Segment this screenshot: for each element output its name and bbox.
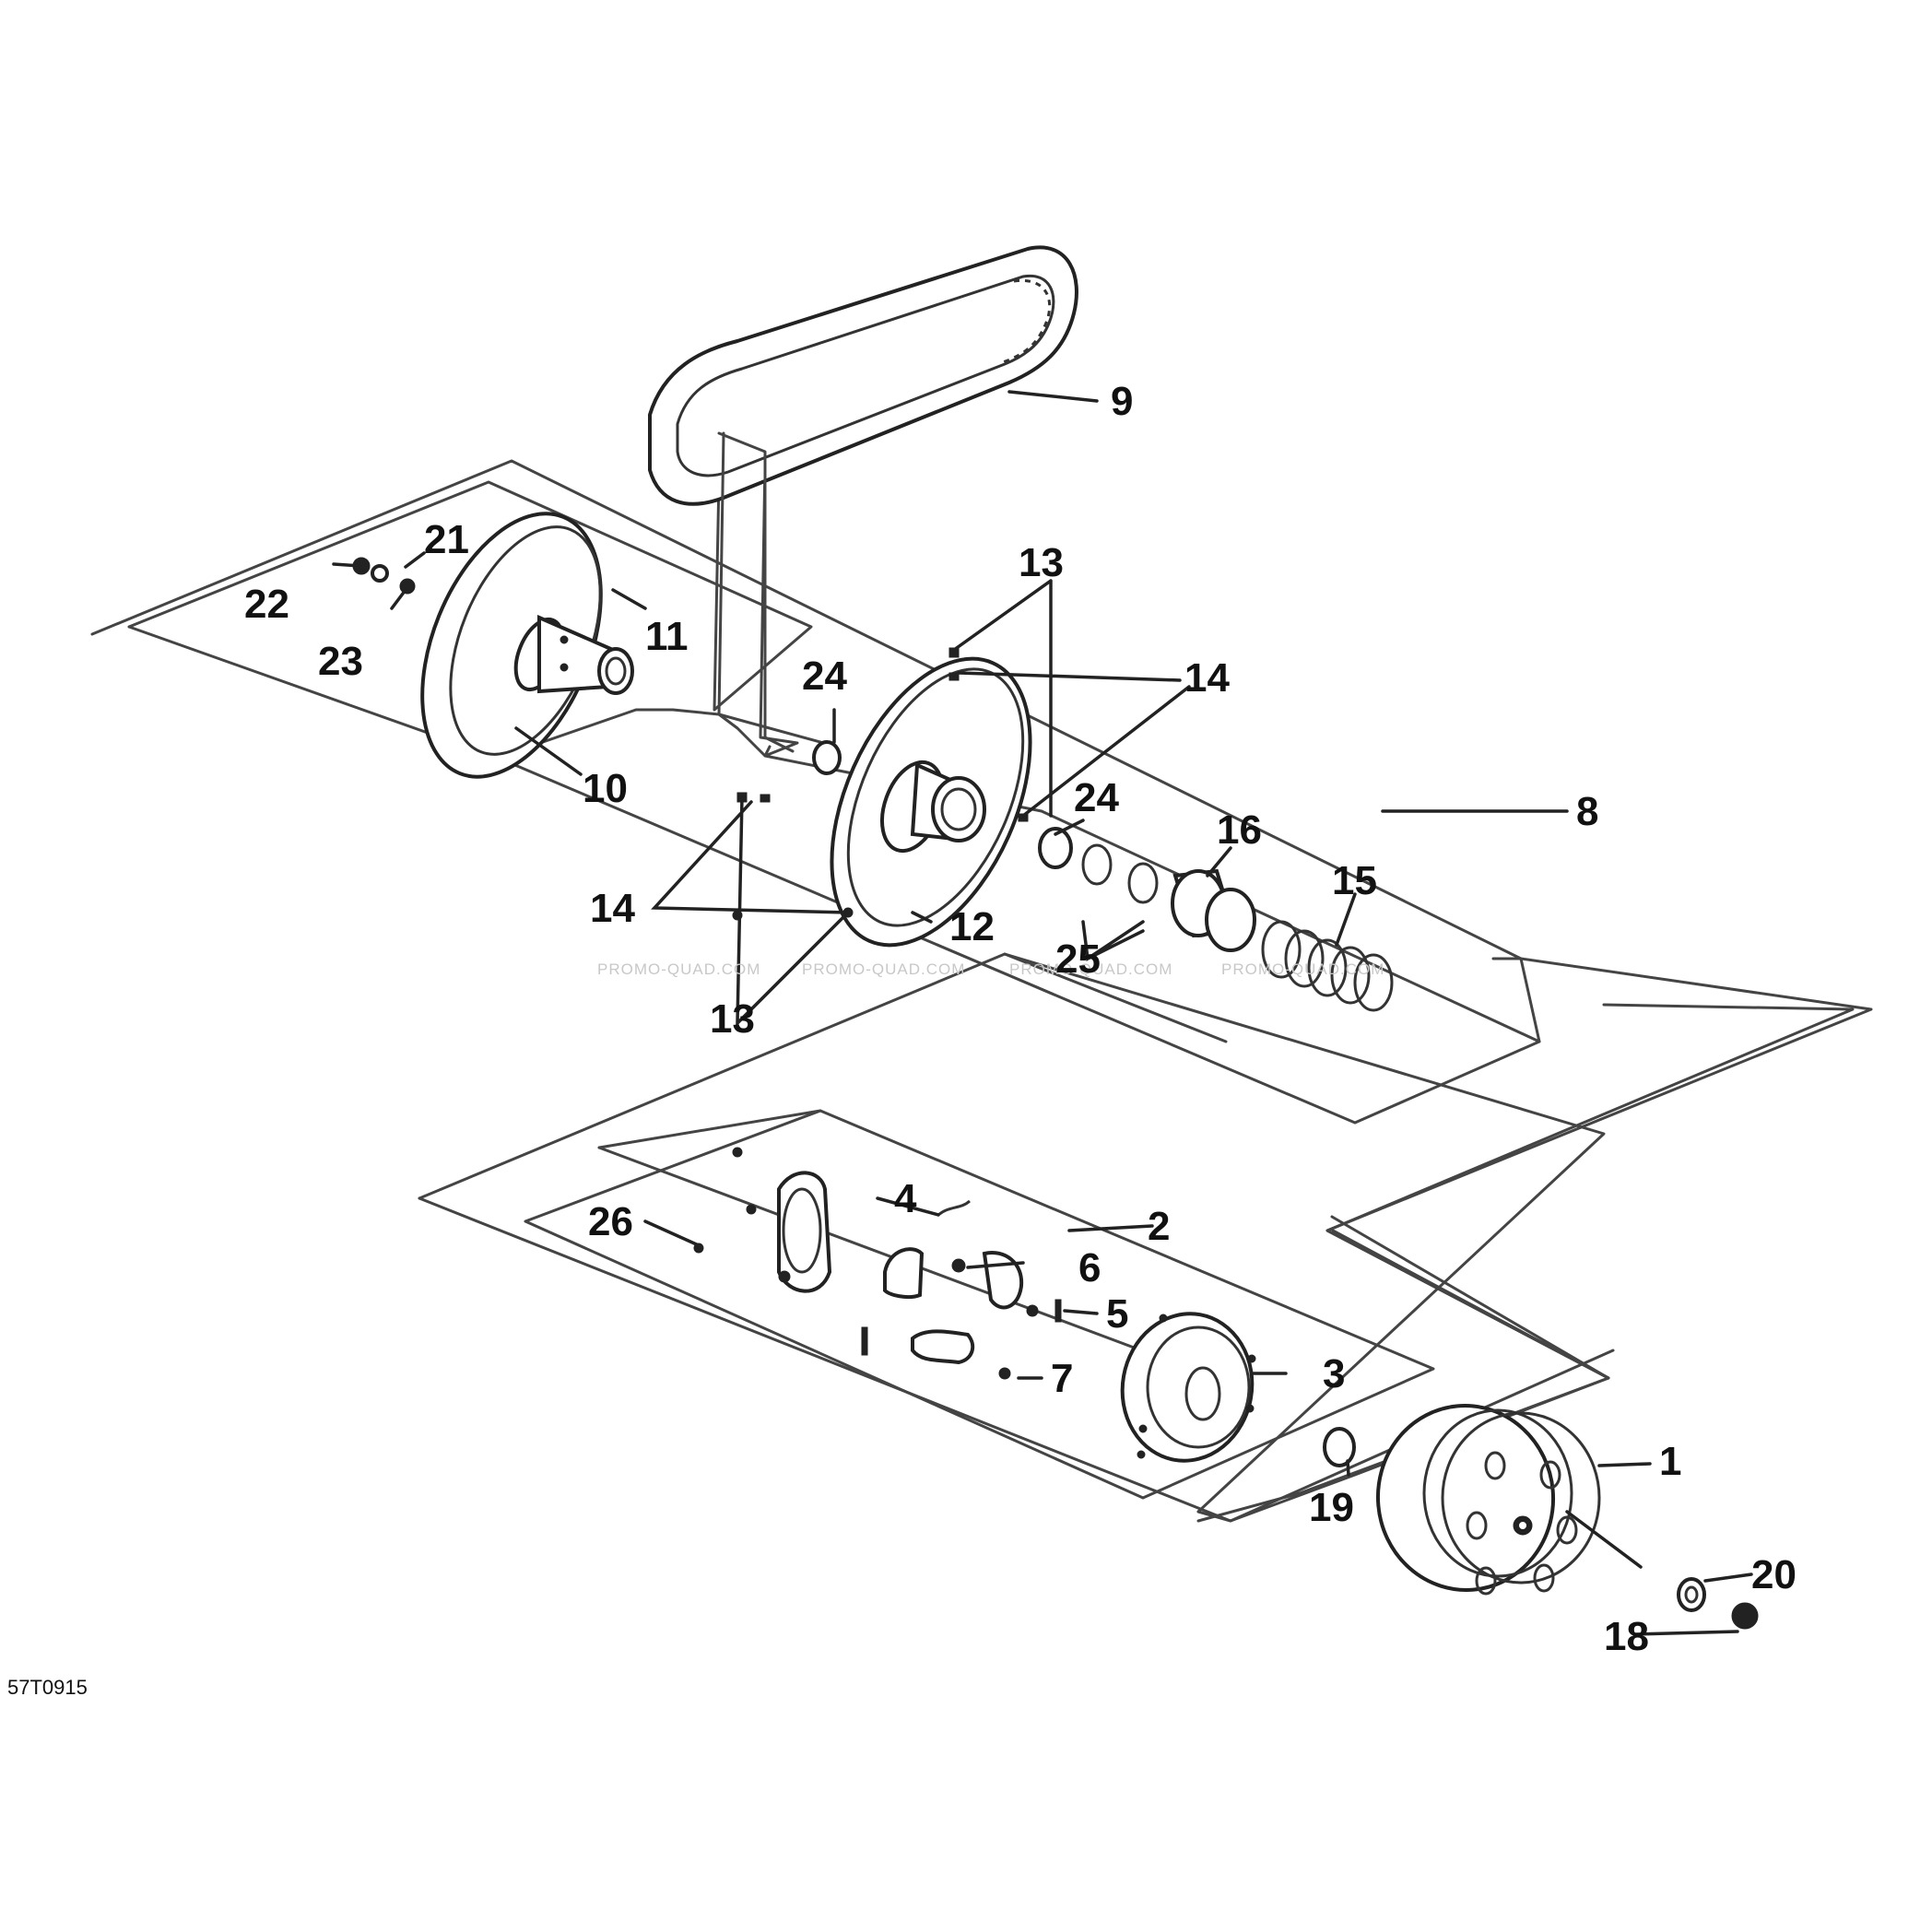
belt-guide-lines [717,431,822,753]
watermark-1: PROMO-QUAD.COM [597,960,760,978]
callout-6: 6 [1078,1245,1101,1290]
callout-25: 25 [1055,937,1101,982]
bolt-washer-set [332,557,416,595]
clutch-housing [1375,1404,1601,1596]
callout-24-middle: 24 [1074,775,1119,820]
callout-14-bottom: 14 [590,886,635,931]
callout-4: 4 [894,1176,917,1221]
seals-collar-spring [812,740,1394,1012]
callout-18: 18 [1604,1614,1649,1659]
callout-5: 5 [1106,1291,1128,1337]
fixed-pulley-half [420,512,634,779]
callout-13-top: 13 [1019,540,1064,585]
clutch-drive-plate [1120,1312,1256,1463]
drive-belt [648,245,1078,506]
watermark-2: PROMO-QUAD.COM [802,960,965,978]
callout-21: 21 [424,517,469,562]
callout-22: 22 [244,582,289,627]
watermark-4: PROMO-QUAD.COM [1221,960,1384,978]
callout-1: 1 [1659,1439,1681,1484]
callout-26: 26 [588,1199,633,1244]
housing-washer-nut [1677,1577,1759,1630]
group-outline-8 [90,459,1873,1523]
callout-19: 19 [1309,1485,1354,1530]
watermark-strip: PROMO-QUAD.COM PROMO-QUAD.COM PROMO-QUAD… [597,960,1384,978]
watermark-3: PROMO-QUAD.COM [1009,960,1172,978]
callout-24-top: 24 [802,654,847,699]
callout-14-top: 14 [1184,655,1230,701]
group-outline-2 [418,952,1615,1523]
callout-3: 3 [1323,1351,1345,1396]
callout-7: 7 [1051,1356,1073,1401]
movable-pulley-half [830,656,1032,948]
callout-16: 16 [1217,807,1262,853]
callout-10: 10 [583,766,628,811]
leader-lines [390,390,1753,1636]
callout-labels: 1 2 3 4 5 6 7 8 9 10 11 12 13 13 14 14 1… [244,379,1797,1659]
seal-19 [1323,1427,1356,1467]
callout-8: 8 [1576,789,1598,834]
callout-12: 12 [949,904,995,949]
callout-11: 11 [645,614,689,659]
callout-23: 23 [318,639,363,684]
callout-15: 15 [1332,858,1377,903]
callout-2: 2 [1148,1204,1170,1249]
callout-9: 9 [1111,379,1133,424]
callout-13-bottom: 13 [710,996,755,1042]
clutch-shoe-parts [693,1147,1062,1380]
diagram-reference-code: 57T0915 [7,1676,88,1699]
callout-20: 20 [1751,1552,1797,1597]
